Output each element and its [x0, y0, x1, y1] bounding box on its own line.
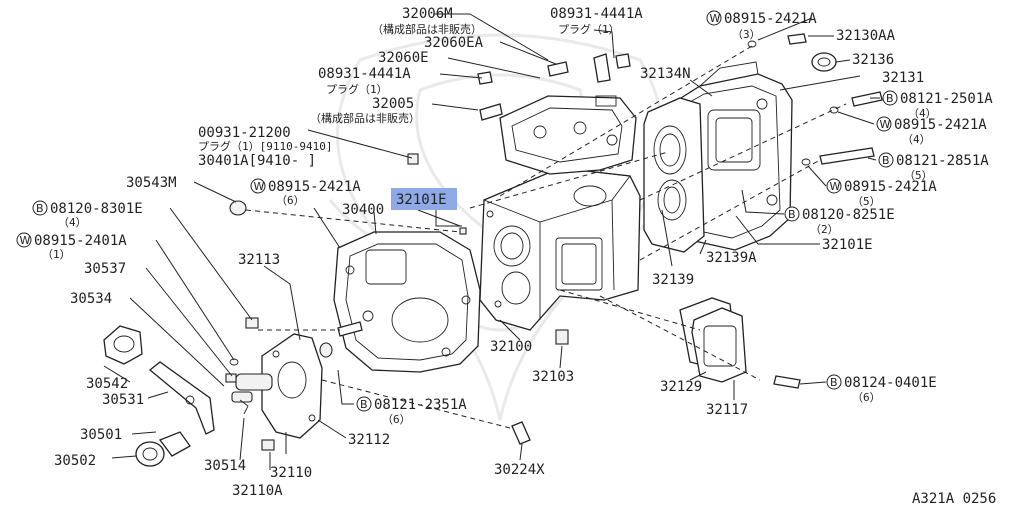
label-32130AA[interactable]: 32130AA	[836, 28, 896, 44]
qty-08915-2421A-6: （6）	[276, 194, 305, 207]
bolt-marker: B	[830, 376, 838, 389]
label-32139[interactable]: 32139	[652, 272, 694, 288]
front-cover-32112	[231, 333, 323, 439]
qty-08121-2851A: （5）	[904, 169, 933, 182]
label-30534[interactable]: 30534	[70, 291, 112, 307]
label-32136[interactable]: 32136	[852, 52, 894, 68]
label-08915-2421A-5[interactable]: 08915-2421A	[844, 179, 937, 195]
label-32112[interactable]: 32112	[348, 432, 390, 448]
qty-08120-8251E: （2）	[810, 223, 839, 236]
label-32103[interactable]: 32103	[532, 369, 574, 385]
qty-08915-2421A-5: （5）	[852, 195, 881, 208]
qty-08124-0401E: （6）	[852, 391, 881, 404]
sub-08931-4441A-left: プラグ（1）	[326, 82, 388, 96]
washer-marker: W	[254, 180, 265, 193]
label-08120-8251E[interactable]: 08120-8251E	[802, 207, 895, 223]
adapter-plate-32134N	[643, 97, 705, 253]
label-30224X[interactable]: 30224X	[494, 462, 545, 478]
washer-marker: W	[710, 12, 721, 25]
release-bearing-30501	[135, 431, 191, 467]
label-32060E[interactable]: 32060E	[378, 50, 429, 66]
qty-08121-2501A: （4）	[908, 107, 937, 120]
diagram-code: A321A 0256	[912, 491, 996, 507]
labels: 32006M （構成部品は非販売） 32060EA 32060E 08931-4…	[16, 6, 996, 507]
label-08121-2501A[interactable]: 08121-2501A	[900, 91, 993, 107]
label-08121-2351A[interactable]: 08121-2351A	[374, 397, 467, 413]
label-32100[interactable]: 32100	[490, 339, 532, 355]
washer-marker: W	[830, 180, 841, 193]
label-08931-4441A-left[interactable]: 08931-4441A	[318, 66, 411, 82]
sub-08931-4441A-top: プラグ（1）	[558, 22, 620, 36]
bolt-marker: B	[882, 154, 890, 167]
label-00931-21200[interactable]: 00931-21200	[198, 125, 291, 141]
clutch-housing-30400	[333, 231, 481, 373]
leader-lines	[103, 13, 880, 470]
label-30537[interactable]: 30537	[84, 261, 126, 277]
label-08120-8301E[interactable]: 08120-8301E	[50, 201, 143, 217]
side-cover-32117	[679, 297, 747, 383]
label-32060EA[interactable]: 32060EA	[424, 35, 484, 51]
washer-marker: W	[20, 234, 31, 247]
label-30514[interactable]: 30514	[204, 458, 246, 474]
release-fork-30531	[148, 361, 215, 435]
label-08915-2401A[interactable]: 08915-2401A	[34, 233, 127, 249]
bolt-marker: B	[886, 92, 894, 105]
label-32131[interactable]: 32131	[882, 70, 924, 86]
label-08931-4441A-top[interactable]: 08931-4441A	[550, 6, 643, 22]
label-32101E-right[interactable]: 32101E	[822, 237, 873, 253]
highlight-box-32101E	[391, 188, 457, 210]
bolt-marker: B	[788, 208, 796, 221]
bolts-and-washers	[225, 33, 883, 451]
washer-marker: W	[880, 118, 891, 131]
label-30502[interactable]: 30502	[54, 453, 96, 469]
label-30543M[interactable]: 30543M	[126, 175, 177, 191]
label-32139A[interactable]: 32139A	[706, 250, 757, 266]
label-30542[interactable]: 30542	[86, 376, 128, 392]
label-08915-2421A-4[interactable]: 08915-2421A	[894, 117, 987, 133]
label-08915-2421A-6[interactable]: 08915-2421A	[268, 179, 361, 195]
label-32005[interactable]: 32005	[372, 96, 414, 112]
bolt-marker: B	[360, 398, 368, 411]
shift-housing	[499, 95, 637, 175]
label-32134N[interactable]: 32134N	[640, 66, 691, 82]
qty-08915-2401A: （1）	[42, 248, 71, 261]
qty-08121-2351A: （6）	[382, 413, 411, 426]
label-32110[interactable]: 32110	[270, 465, 312, 481]
label-30400[interactable]: 30400	[342, 202, 384, 218]
label-30501[interactable]: 30501	[80, 427, 122, 443]
note-32005: （構成部品は非販売）	[310, 111, 420, 125]
label-30531[interactable]: 30531	[102, 392, 144, 408]
transmission-case-32100	[479, 167, 641, 331]
pivot-30542	[103, 325, 143, 365]
qty-08915-2421A-4: （4）	[902, 133, 931, 146]
label-30401A[interactable]: 30401A[9410- ]	[198, 153, 316, 169]
bolt-marker: B	[36, 202, 44, 215]
qty-08915-2421A-3: （3）	[732, 28, 761, 41]
label-08121-2851A[interactable]: 08121-2851A	[896, 153, 989, 169]
label-32101E-highlight[interactable]: 32101E	[396, 192, 447, 208]
label-32129[interactable]: 32129	[660, 379, 702, 395]
label-32110A[interactable]: 32110A	[232, 483, 283, 499]
label-32117[interactable]: 32117	[706, 402, 748, 418]
sub-00931-21200: プラグ（1）[9110-9410]	[198, 139, 332, 153]
qty-08120-8301E: （4）	[58, 216, 87, 229]
label-32113[interactable]: 32113	[238, 252, 280, 268]
label-08124-0401E[interactable]: 08124-0401E	[844, 375, 937, 391]
label-08915-2421A-3[interactable]: 08915-2421A	[724, 11, 817, 27]
note-32006M: （構成部品は非販売）	[372, 22, 482, 36]
label-32006M[interactable]: 32006M	[402, 6, 453, 22]
